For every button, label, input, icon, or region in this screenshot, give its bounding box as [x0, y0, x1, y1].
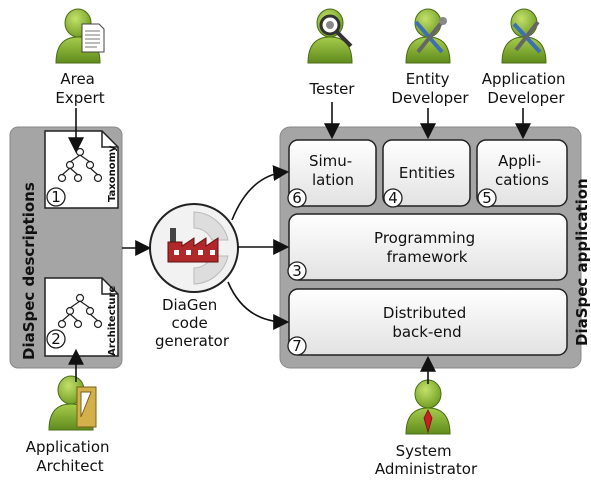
system-administrator-line2: Administrator [375, 460, 478, 478]
document-icon [81, 23, 105, 53]
system-administrator-actor[interactable] [405, 379, 451, 435]
system-administrator-line1: System [396, 442, 452, 460]
distributed-backend-label: Distributed back-end [383, 304, 471, 341]
wrench-icon [512, 20, 542, 54]
simulation-line2: lation [312, 171, 354, 189]
tools-icon [414, 17, 447, 54]
area-expert-line1: Area [60, 70, 95, 88]
programming-framework-line1: Programming [374, 229, 475, 247]
application-developer-actor[interactable] [501, 8, 547, 64]
factory-icon [167, 228, 219, 263]
programming-framework-number: 3 [292, 262, 302, 280]
applications-label: Appli- cations [495, 152, 549, 189]
application-title: DiaSpec application [573, 178, 591, 346]
arrow-generator-to-backend [227, 281, 290, 330]
application-developer-line1: Application [482, 70, 566, 88]
entities-number: 4 [388, 189, 398, 207]
programming-framework-label: Programming framework [374, 229, 480, 266]
distributed-backend-line2: back-end [392, 323, 461, 341]
simulation-number: 6 [292, 189, 302, 207]
applications-line2: cations [495, 171, 549, 189]
programming-framework-line2: framework [387, 248, 468, 266]
magnifier-icon [319, 14, 353, 48]
arrow-generator-to-simulation [231, 165, 290, 221]
descriptions-title: DiaSpec descriptions [20, 182, 38, 360]
architecture-tree-icon [57, 293, 103, 329]
applications-box[interactable] [476, 139, 568, 207]
simulation-label: Simu- lation [309, 152, 357, 189]
architecture-number: 2 [51, 330, 61, 348]
taxonomy-document[interactable]: Taxonomy [44, 130, 119, 209]
generator-line2: code [172, 314, 208, 332]
application-developer-label: Application Developer [482, 70, 571, 107]
application-architect-line2: Architect [36, 457, 103, 475]
area-expert-line2: Expert [55, 89, 104, 107]
simulation-line1: Simu- [309, 152, 352, 170]
area-expert-label: Area Expert [55, 70, 104, 107]
generator-line1: DiaGen [162, 296, 217, 314]
entity-developer-line1: Entity [406, 70, 450, 88]
diagen-generator[interactable] [149, 203, 239, 293]
ruler-icon [76, 386, 97, 428]
system-administrator-label: System Administrator [375, 442, 478, 478]
distributed-backend-line1: Distributed [383, 304, 466, 322]
entities-box[interactable] [382, 139, 471, 207]
distributed-backend-box[interactable] [288, 288, 568, 356]
arrows [68, 102, 531, 384]
entities-label: Entities [399, 164, 455, 182]
entity-developer-actor[interactable] [405, 8, 451, 64]
application-architect-actor[interactable] [48, 375, 97, 431]
tester-label: Tester [309, 80, 356, 98]
taxonomy-label: Taxonomy [107, 145, 118, 202]
tie-icon [423, 409, 433, 434]
application-developer-line2: Developer [487, 89, 565, 107]
entity-developer-label: Entity Developer [391, 70, 469, 107]
generator-line3: generator [155, 332, 230, 350]
applications-number: 5 [482, 189, 492, 207]
tester-actor[interactable] [307, 8, 353, 64]
area-expert-actor[interactable] [55, 8, 105, 64]
generator-label: DiaGen code generator [155, 296, 230, 350]
taxonomy-tree-icon [57, 147, 103, 183]
architecture-label: Architecture [107, 286, 118, 356]
application-architect-line1: Application [26, 438, 110, 456]
distributed-backend-number: 7 [292, 337, 302, 355]
programming-framework-box[interactable] [288, 213, 568, 281]
entity-developer-line2: Developer [391, 89, 469, 107]
applications-line1: Appli- [498, 152, 541, 170]
taxonomy-number: 1 [51, 188, 61, 206]
application-architect-label: Application Architect [26, 438, 115, 475]
